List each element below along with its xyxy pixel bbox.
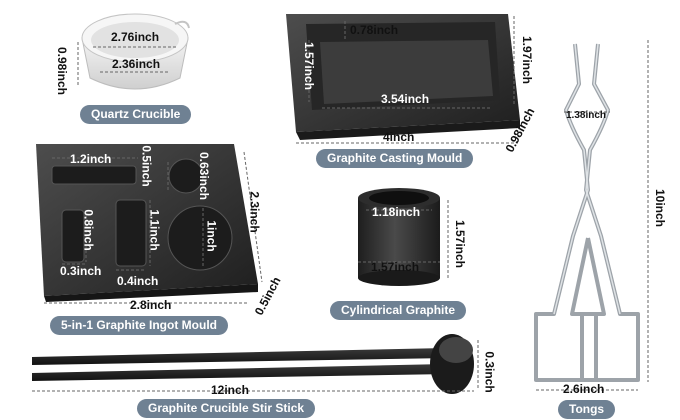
ingot-length-label: 2.8inch: [130, 298, 172, 312]
stir-stick-diameter-label: 0.3inch: [482, 351, 497, 393]
quartz-top-diameter-label: 2.76inch: [111, 30, 160, 44]
stir-stick-length-label: 12inch: [211, 383, 250, 397]
cylinder-outer-diameter-label: 1.57inch: [371, 260, 420, 274]
cylinder-inner-diameter-label: 1.18inch: [372, 205, 421, 219]
quartz-crucible-title: Quartz Crucible: [80, 105, 192, 124]
ingot-width-label: 2.3inch: [247, 191, 262, 233]
quartz-height-label: 0.98inch: [55, 46, 70, 96]
casting-mould-outer-width-label: 1.97inch: [520, 35, 535, 85]
ingot-large-circle-label: 1inch: [204, 220, 219, 252]
stir-stick-title: Graphite Crucible Stir Stick: [137, 399, 316, 418]
cylindrical-graphite-title: Cylindrical Graphite: [330, 301, 467, 320]
dimension-lines: [32, 16, 649, 392]
tongs-image: [534, 43, 640, 382]
tongs-top-width-label: 1.38inch: [566, 110, 607, 121]
ingot-slot-length-label: 0.8inch: [81, 209, 96, 251]
ingot-medium-slot-length-label: 1.1inch: [147, 209, 162, 251]
graphite-casting-mould-title: Graphite Casting Mould: [316, 149, 474, 168]
ingot-small-circle-label: 0.63inch: [197, 151, 212, 201]
quartz-crucible-image: [81, 13, 190, 90]
cylinder-height-label: 1.57inch: [453, 219, 468, 269]
tongs-title: Tongs: [558, 400, 616, 419]
ingot-bar-length-label: 1.2inch: [70, 152, 112, 166]
ingot-mould-title: 5-in-1 Graphite Ingot Mould: [50, 316, 228, 335]
stir-stick-image: [32, 334, 474, 394]
ingot-bar-depth-label: 0.5inch: [139, 145, 154, 187]
casting-mould-cavity-height-label: 1.57inch: [302, 41, 317, 91]
ingot-slot-width-label: 0.3inch: [60, 264, 102, 278]
ingot-medium-slot-width-label: 0.4inch: [117, 274, 159, 288]
tongs-length-label: 10inch: [653, 188, 668, 228]
graphite-casting-mould-image: [286, 14, 520, 140]
casting-mould-cavity-depth-label: 0.78inch: [350, 23, 399, 37]
quartz-bottom-diameter-label: 2.36inch: [112, 57, 161, 71]
tongs-bottom-width-label: 2.6inch: [563, 382, 605, 396]
cylindrical-graphite-image: [358, 188, 440, 286]
casting-mould-outer-length-label: 4inch: [383, 130, 415, 144]
casting-mould-cavity-length-label: 3.54inch: [381, 92, 430, 106]
